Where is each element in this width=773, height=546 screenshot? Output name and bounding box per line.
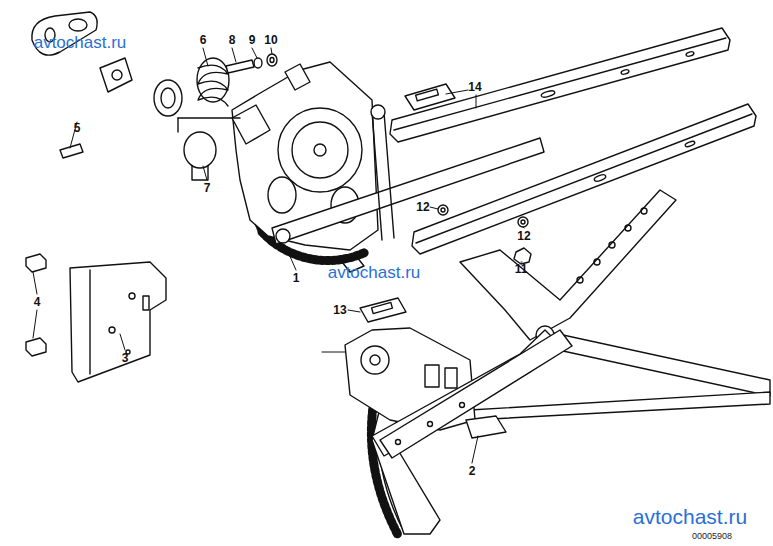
lower-regulator xyxy=(345,328,572,535)
upper-rail xyxy=(390,28,730,142)
upper-regulator xyxy=(232,62,544,272)
callout-number: 2 xyxy=(469,465,476,477)
callout-number: 9 xyxy=(249,34,256,46)
callout-number: 5 xyxy=(74,122,81,134)
drawing-number: 00005908 xyxy=(692,532,732,541)
bracket xyxy=(26,254,166,382)
callout-number: 12 xyxy=(416,201,429,213)
callout-number: 6 xyxy=(200,34,207,46)
callout-number: 1 xyxy=(293,272,300,284)
callout-number: 10 xyxy=(264,34,277,46)
watermark: avtochast.ru xyxy=(633,506,747,527)
watermark: avtochast.ru xyxy=(328,264,421,281)
callout-number: 8 xyxy=(229,34,236,46)
crank-parts xyxy=(32,12,277,180)
callout-number: 12 xyxy=(517,230,530,242)
callout-number: 3 xyxy=(122,352,129,364)
callout-number: 14 xyxy=(468,81,481,93)
leader-lines xyxy=(33,48,524,463)
callout-number: 13 xyxy=(333,304,346,316)
callout-number: 4 xyxy=(34,296,41,308)
watermark: avtochast.ru xyxy=(34,34,127,51)
callout-number: 7 xyxy=(204,182,211,194)
slider-pads xyxy=(360,84,455,322)
callout-number: 11 xyxy=(515,263,528,275)
nuts xyxy=(438,205,531,264)
